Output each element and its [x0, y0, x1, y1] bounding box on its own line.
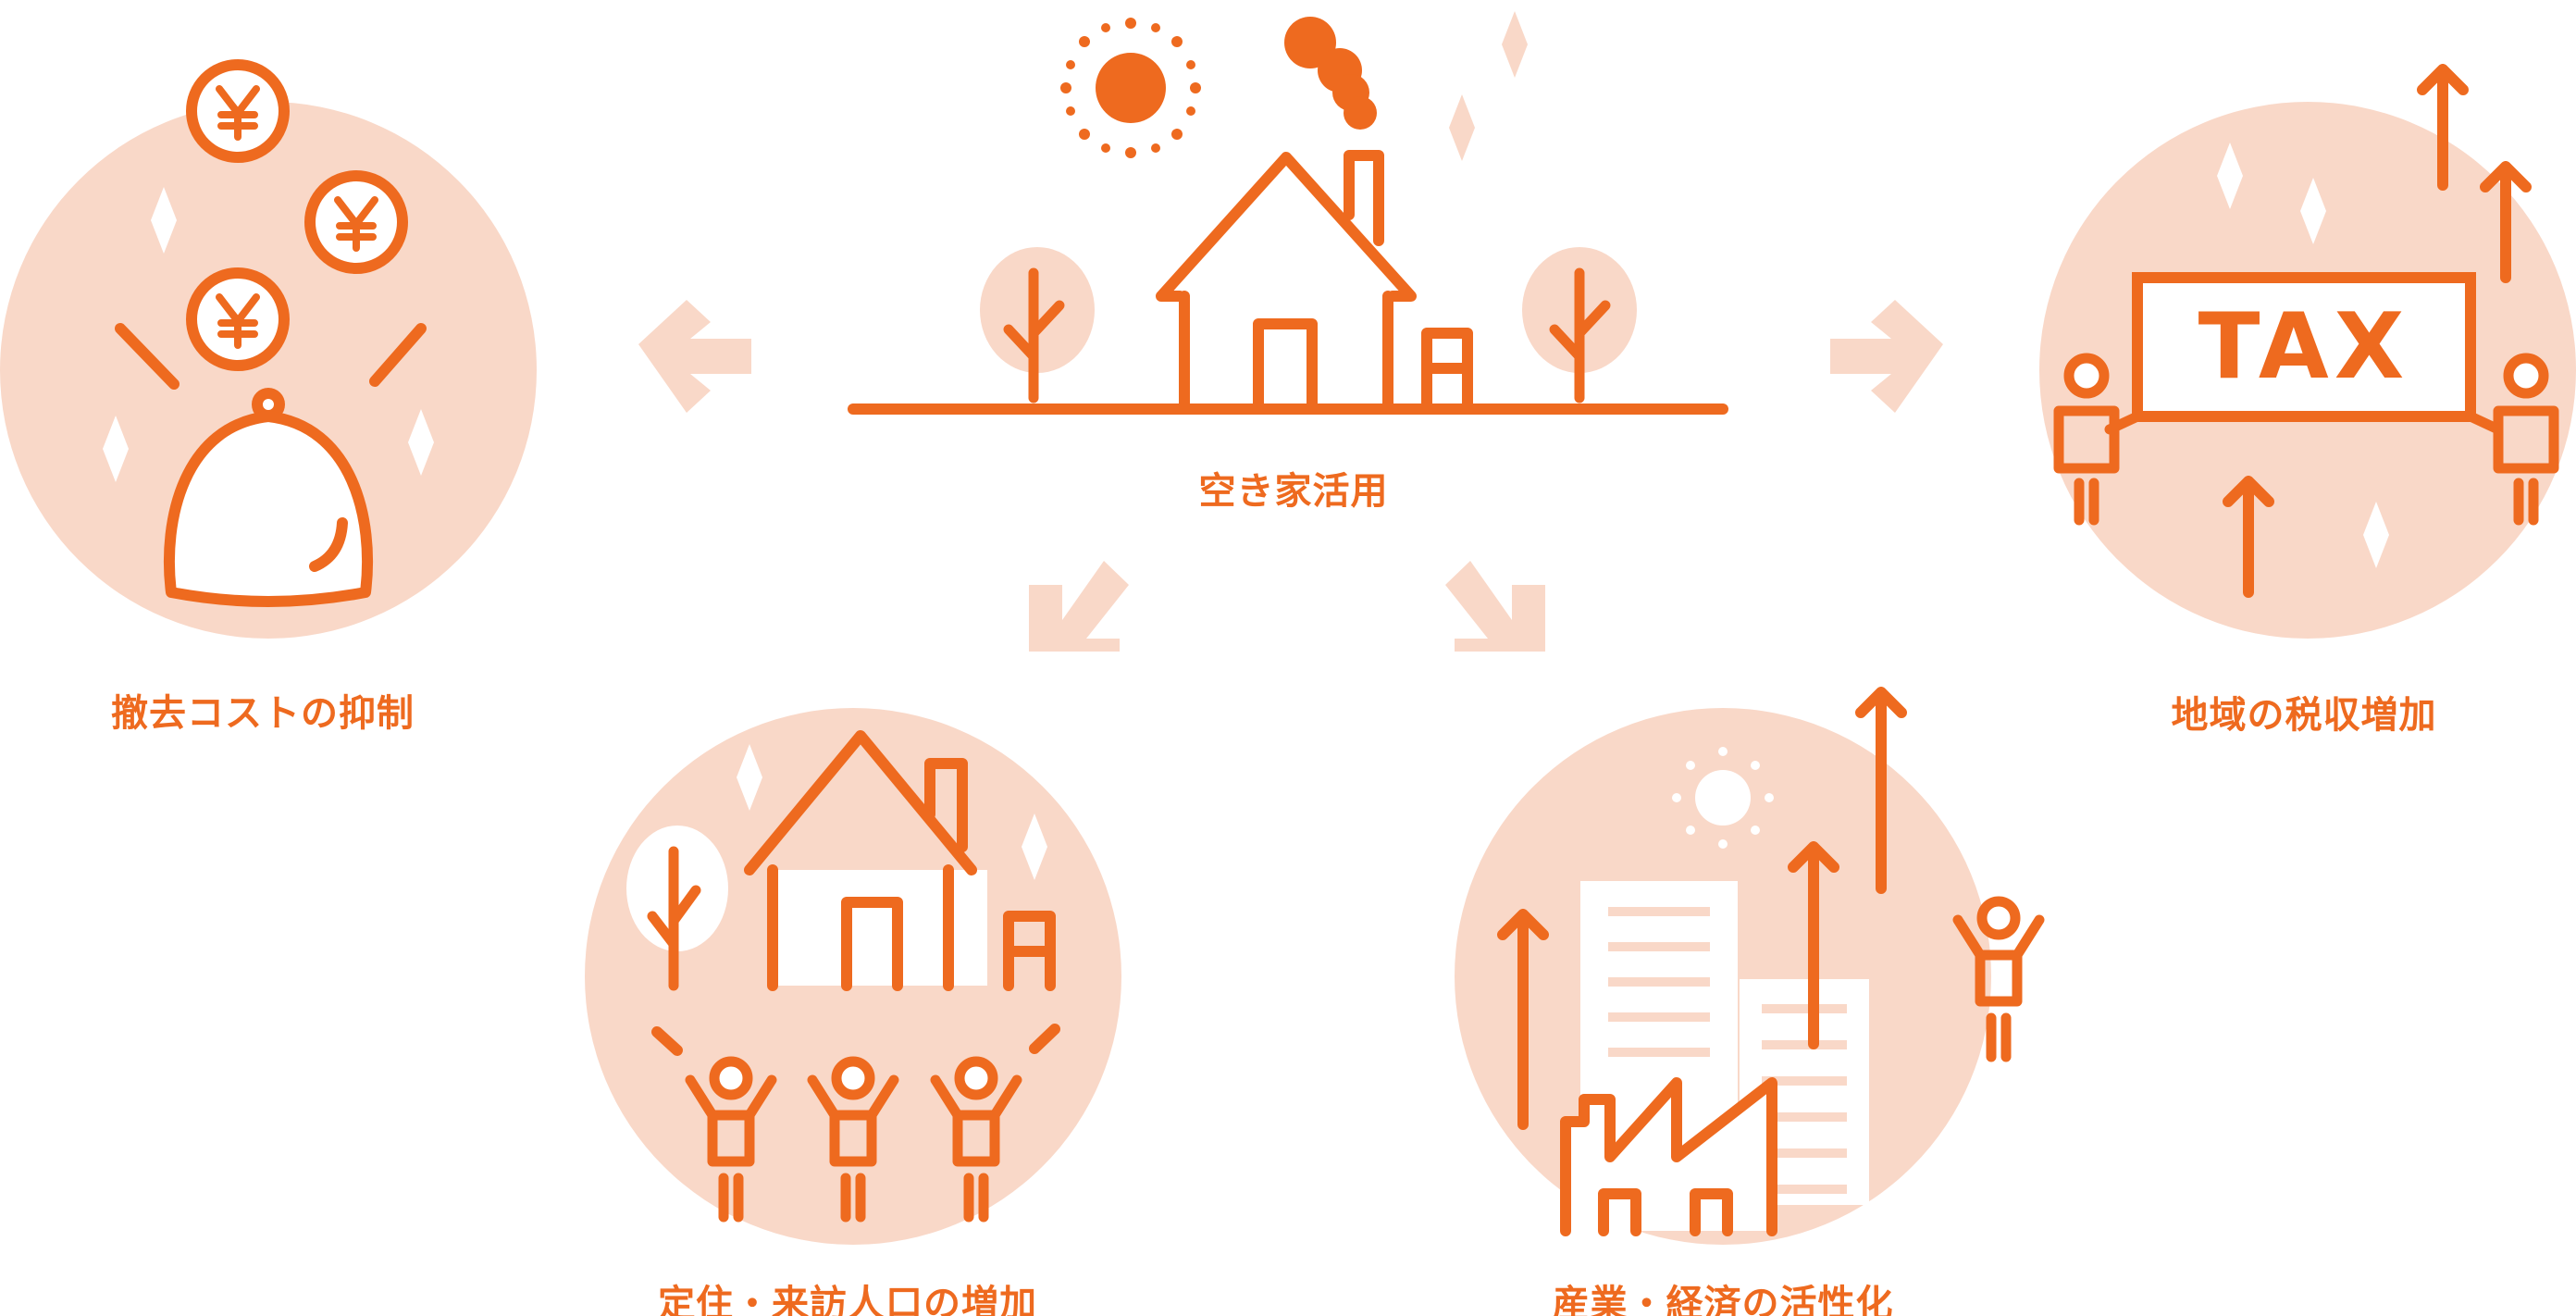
tree-icon — [980, 247, 1095, 403]
sun-icon — [1060, 18, 1201, 158]
house-icon — [744, 730, 1056, 991]
yen-coin-icon — [310, 176, 402, 268]
cost-circle — [0, 65, 537, 639]
tax-label: 地域の税収増加 — [2171, 694, 2437, 737]
residents-label: 定住・来訪人口の増加 — [658, 1283, 1037, 1316]
arrow-down-right-icon — [1445, 561, 1545, 652]
tree-icon — [626, 826, 728, 991]
coin-purse-icon — [163, 388, 374, 607]
arrow-left-icon — [638, 300, 751, 413]
residents-circle — [585, 708, 1121, 1245]
tree-icon — [1522, 247, 1637, 403]
cost-label: 撤去コストの抑制 — [111, 692, 415, 735]
sun-icon — [1672, 747, 1774, 849]
center-house-illustration — [848, 11, 1728, 415]
center-label: 空き家活用 — [1198, 470, 1389, 513]
arrow-right-icon — [1830, 300, 1943, 413]
yen-coin-icon — [192, 273, 284, 366]
up-arrow-icon — [2223, 64, 2532, 598]
arrow-down-left-icon — [1029, 561, 1129, 652]
smoke-icon — [1284, 17, 1377, 130]
tax-sign-text: TAX — [2198, 294, 2410, 400]
economy-circle — [1455, 687, 2039, 1245]
up-arrow-icon — [1497, 687, 1907, 1130]
yen-coin-icon — [192, 65, 284, 157]
tax-circle — [2039, 64, 2576, 639]
factory-icon — [1560, 1077, 1777, 1236]
house-icon — [1156, 150, 1473, 413]
economy-label: 産業・経済の活性化 — [1552, 1283, 1894, 1316]
